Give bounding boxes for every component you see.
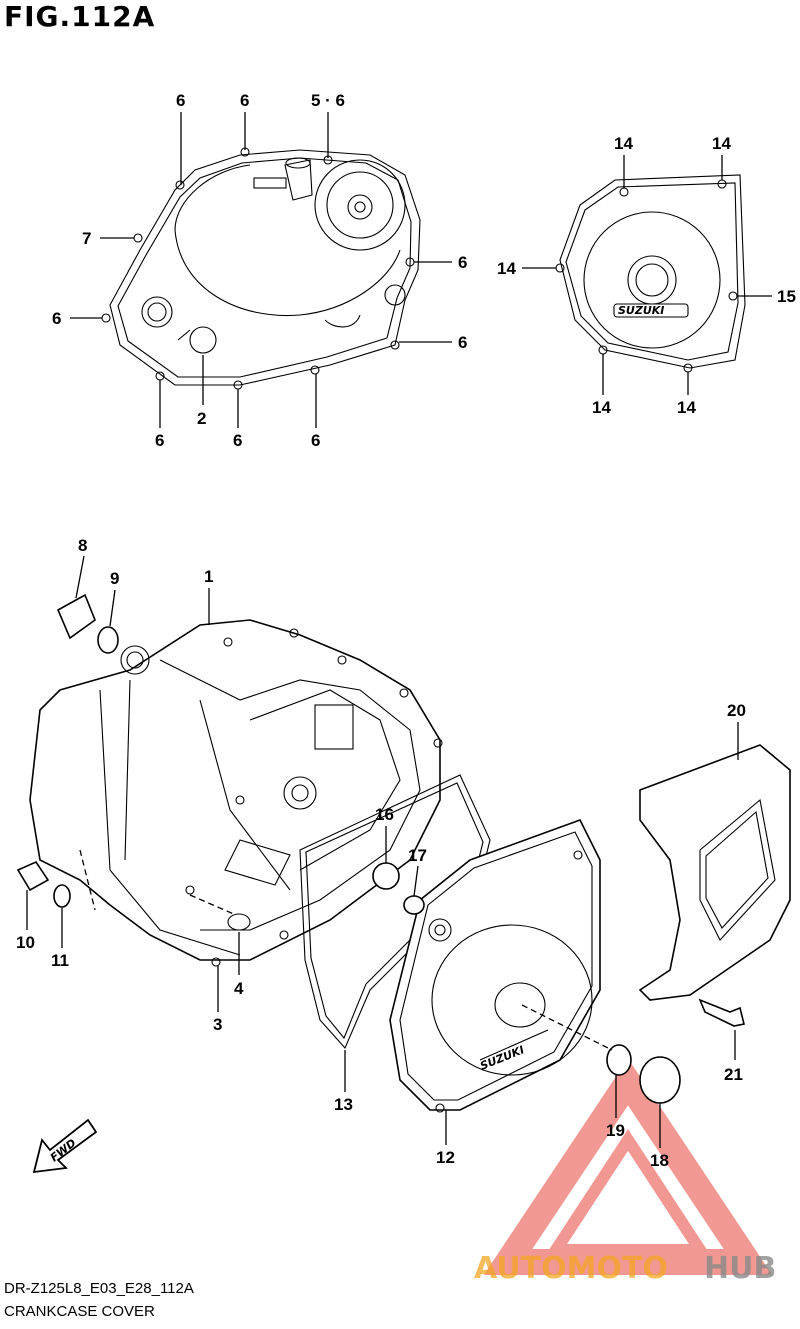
- crankcase-cover-main: [29, 619, 443, 967]
- watermark-text-a: AUTOMOTO: [474, 1251, 668, 1286]
- callout-2: 2: [197, 409, 206, 428]
- callout-18: 18: [650, 1151, 669, 1170]
- callout-14: 14: [592, 398, 611, 417]
- callout-7: 7: [82, 229, 91, 248]
- callout-12: 12: [436, 1148, 455, 1167]
- callout-6: 6: [240, 91, 249, 110]
- callout-14: 14: [677, 398, 696, 417]
- callout-21: 21: [724, 1065, 743, 1084]
- callout-6: 6: [52, 309, 61, 328]
- o-ring-9: [97, 626, 119, 654]
- callout-6: 6: [311, 431, 320, 450]
- watermark-triangle-inner: [544, 1129, 712, 1256]
- callout-5-6: 5 · 6: [311, 91, 345, 110]
- leader-lines: [26, 112, 772, 1148]
- o-ring-19: [606, 1044, 632, 1076]
- drain-plug-10: [16, 860, 50, 892]
- callout-6: 6: [155, 431, 164, 450]
- clutch-cover-outline: [101, 147, 421, 390]
- magneto-cover-outline: SUZUKI: [555, 174, 746, 373]
- watermark-text: AUTOMOTO HUB: [474, 1251, 776, 1286]
- callout-14: 14: [497, 259, 516, 278]
- callout-1: 1: [204, 567, 213, 586]
- watermark-logo: [483, 1058, 773, 1275]
- fwd-arrow-icon: FWD: [32, 1118, 98, 1174]
- bolt-21: [698, 998, 745, 1027]
- magneto-cover-12: SUZUKI: [389, 819, 601, 1113]
- callout-14: 14: [712, 134, 731, 153]
- top-cover-logo: SUZUKI: [618, 304, 664, 317]
- cap-18: [639, 1056, 681, 1104]
- figure-name: CRANKCASE COVER: [4, 1303, 155, 1320]
- callout-20: 20: [727, 701, 746, 720]
- callout-10: 10: [16, 933, 35, 952]
- callout-14: 14: [614, 134, 633, 153]
- callout-8: 8: [78, 536, 87, 555]
- callout-13: 13: [334, 1095, 353, 1114]
- callout-6: 6: [176, 91, 185, 110]
- plug-16: [372, 862, 400, 890]
- oil-filler-cap-8: [56, 593, 96, 640]
- o-ring-17: [403, 895, 425, 915]
- figure-code: DR-Z125L8_E03_E28_112A: [4, 1280, 194, 1297]
- callout-11: 11: [51, 951, 69, 970]
- callout-6: 6: [458, 253, 467, 272]
- callout-17: 17: [408, 846, 427, 865]
- cover-guard-20: [638, 744, 791, 1001]
- callout-15: 15: [777, 287, 796, 306]
- callout-6: 6: [458, 333, 467, 352]
- callout-6: 6: [233, 431, 242, 450]
- watermark-triangle-outer: [483, 1058, 773, 1275]
- callout-4: 4: [234, 979, 244, 998]
- callout-19: 19: [606, 1121, 625, 1140]
- callout-labels: 6 6 5 · 6 7 6 6 6 2 6 6 6 14 14 14 15 14…: [16, 91, 796, 1170]
- figure-title: FIG.112A: [4, 0, 156, 33]
- gasket-13: [299, 774, 491, 1050]
- callout-9: 9: [110, 569, 119, 588]
- callout-3: 3: [213, 1015, 222, 1034]
- watermark-text-b: HUB: [704, 1251, 776, 1286]
- washer-11: [53, 884, 71, 908]
- callout-16: 16: [375, 805, 394, 824]
